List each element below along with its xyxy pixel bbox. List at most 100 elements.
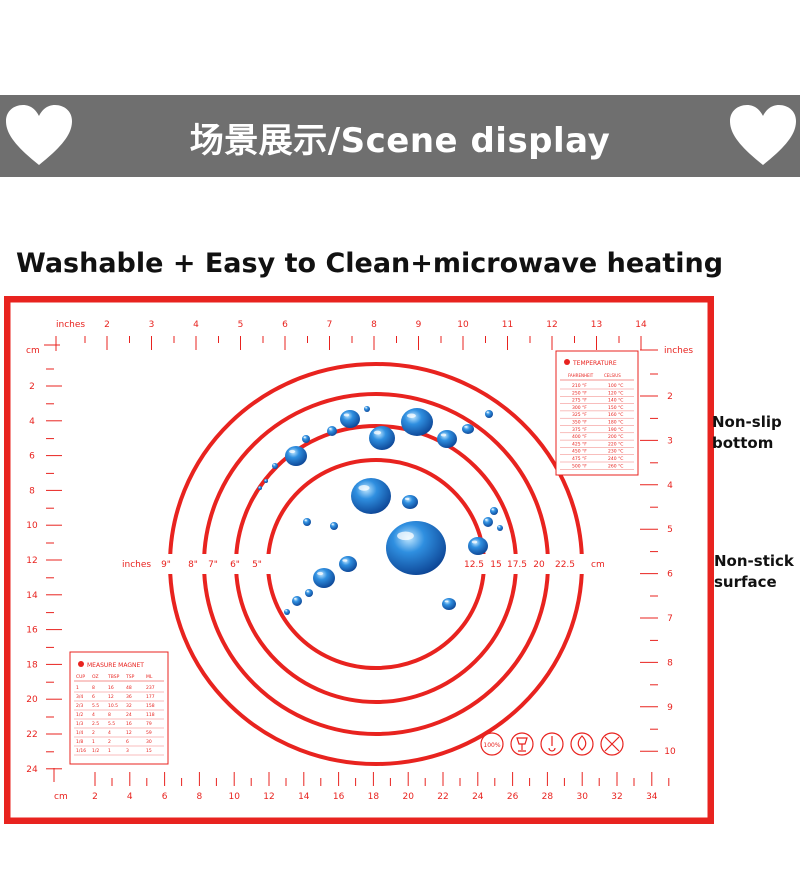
measure-cell: 1/8: [76, 739, 83, 745]
temperature-cell: 450 °F: [572, 449, 587, 455]
measure-cell: 5.5: [92, 703, 99, 709]
circle-inch-label: 9": [161, 560, 171, 570]
bottom-ruler-tick: 10: [228, 792, 240, 802]
top-ruler-tick: 10: [457, 320, 469, 330]
top-ruler-tick: 9: [416, 320, 422, 330]
water-droplet: [313, 568, 335, 588]
measure-cell: 48: [126, 685, 132, 691]
measure-cell: 1: [92, 739, 95, 745]
water-droplets: [258, 406, 503, 615]
measure-cell: 3/4: [76, 694, 83, 700]
water-droplet: [302, 435, 310, 443]
temperature-cell: 140 °C: [608, 398, 623, 404]
temperature-cell: 200 °C: [608, 434, 623, 440]
bottom-ruler-tick: 22: [437, 792, 448, 802]
left-ruler-tick: 14: [26, 591, 38, 601]
water-droplet: [369, 426, 395, 450]
water-droplet: [305, 589, 313, 597]
left-ruler-unit: cm: [26, 346, 40, 356]
water-droplet: [264, 479, 268, 483]
water-droplet: [327, 426, 337, 436]
non-slip-label: Non-slip bottom: [712, 412, 782, 454]
non-slip-line1: Non-slip: [712, 413, 782, 431]
top-ruler-tick: 11: [502, 320, 513, 330]
measure-cell: 32: [126, 703, 132, 709]
left-ruler-tick: 4: [29, 417, 35, 427]
left-ruler-tick: 6: [29, 452, 35, 462]
temperature-cell: 325 °F: [572, 412, 587, 418]
circle-cm-label: 17.5: [507, 560, 527, 570]
bottom-ruler-tick: 26: [507, 792, 519, 802]
banner: 场景展示/Scene display: [0, 95, 800, 177]
measure-cell: 4: [92, 712, 95, 718]
right-ruler-tick: 5: [667, 525, 673, 535]
bottom-ruler-tick: 6: [162, 792, 168, 802]
measure-cell: 12: [126, 730, 132, 736]
water-droplet: [258, 486, 262, 490]
top-ruler-tick: 7: [327, 320, 333, 330]
non-slip-line2: bottom: [712, 434, 774, 452]
right-ruler-tick: 2: [667, 392, 673, 402]
non-stick-line2: surface: [714, 573, 777, 591]
measure-cell: 1/3: [76, 721, 83, 727]
temperature-cell: 400 °F: [572, 434, 587, 440]
bottom-ruler-tick: 32: [611, 792, 622, 802]
measure-header: TSP: [125, 674, 135, 680]
bottom-ruler-tick: 4: [127, 792, 133, 802]
circle-inch-label: 5": [252, 560, 262, 570]
left-ruler-tick: 2: [29, 382, 35, 392]
bottom-ruler-tick: 12: [263, 792, 274, 802]
water-droplet: [497, 525, 503, 531]
top-ruler-tick: 13: [591, 320, 602, 330]
thermometer-icon: [540, 732, 564, 756]
water-droplet: [339, 556, 357, 572]
measure-cell: 4: [108, 730, 111, 736]
measure-title: MEASURE MAGNET: [87, 662, 144, 669]
left-ruler-tick: 10: [26, 521, 38, 531]
water-droplet: [442, 598, 456, 610]
right-ruler-tick: 9: [667, 703, 673, 713]
measure-cell: 237: [146, 685, 155, 691]
circle-cm-unit: cm: [591, 560, 605, 570]
measure-cell: 2: [92, 730, 95, 736]
temperature-header: CELSIUS: [604, 373, 621, 378]
measure-cell: 36: [126, 694, 132, 700]
temperature-header: FAHRENHEIT: [568, 373, 594, 378]
left-ruler-tick: 18: [26, 660, 38, 670]
measure-cell: 16: [126, 721, 132, 727]
non-stick-line1: Non-stick: [714, 552, 794, 570]
water-droplet: [284, 609, 290, 615]
top-ruler-tick: 3: [149, 320, 155, 330]
circle-cm-label: 15: [490, 560, 501, 570]
measure-header: TBSP: [107, 674, 120, 680]
right-ruler-tick: 8: [667, 658, 673, 668]
temperature-cell: 375 °F: [572, 427, 587, 433]
temperature-cell: 190 °C: [608, 427, 623, 433]
left-ruler-tick: 8: [29, 486, 35, 496]
water-droplet: [483, 517, 493, 527]
flame-icon: [570, 732, 594, 756]
bottom-ruler-tick: 30: [576, 792, 588, 802]
temperature-cell: 500 °F: [572, 463, 587, 469]
circle-inch-label: 8": [188, 560, 198, 570]
measure-cell: 2/3: [76, 703, 83, 709]
water-droplet: [303, 518, 311, 526]
water-droplet: [485, 410, 493, 418]
bottom-ruler-unit: cm: [54, 792, 68, 802]
left-ruler-tick: 24: [26, 765, 38, 775]
no-knife-icon: [600, 732, 624, 756]
measure-cell: 2.5: [92, 721, 99, 727]
left-ruler-tick: 22: [26, 730, 37, 740]
measure-header: OZ: [92, 674, 99, 680]
left-ruler-tick: 20: [26, 695, 38, 705]
temperature-cell: 260 °C: [608, 463, 623, 469]
temperature-title: TEMPERATURE: [572, 360, 617, 367]
bottom-ruler-tick: 34: [646, 792, 658, 802]
water-droplet: [292, 596, 302, 606]
right-ruler-unit: inches: [664, 346, 693, 356]
measure-cell: 1/4: [76, 730, 83, 736]
top-ruler-tick: 5: [238, 320, 244, 330]
measure-cell: 24: [126, 712, 132, 718]
